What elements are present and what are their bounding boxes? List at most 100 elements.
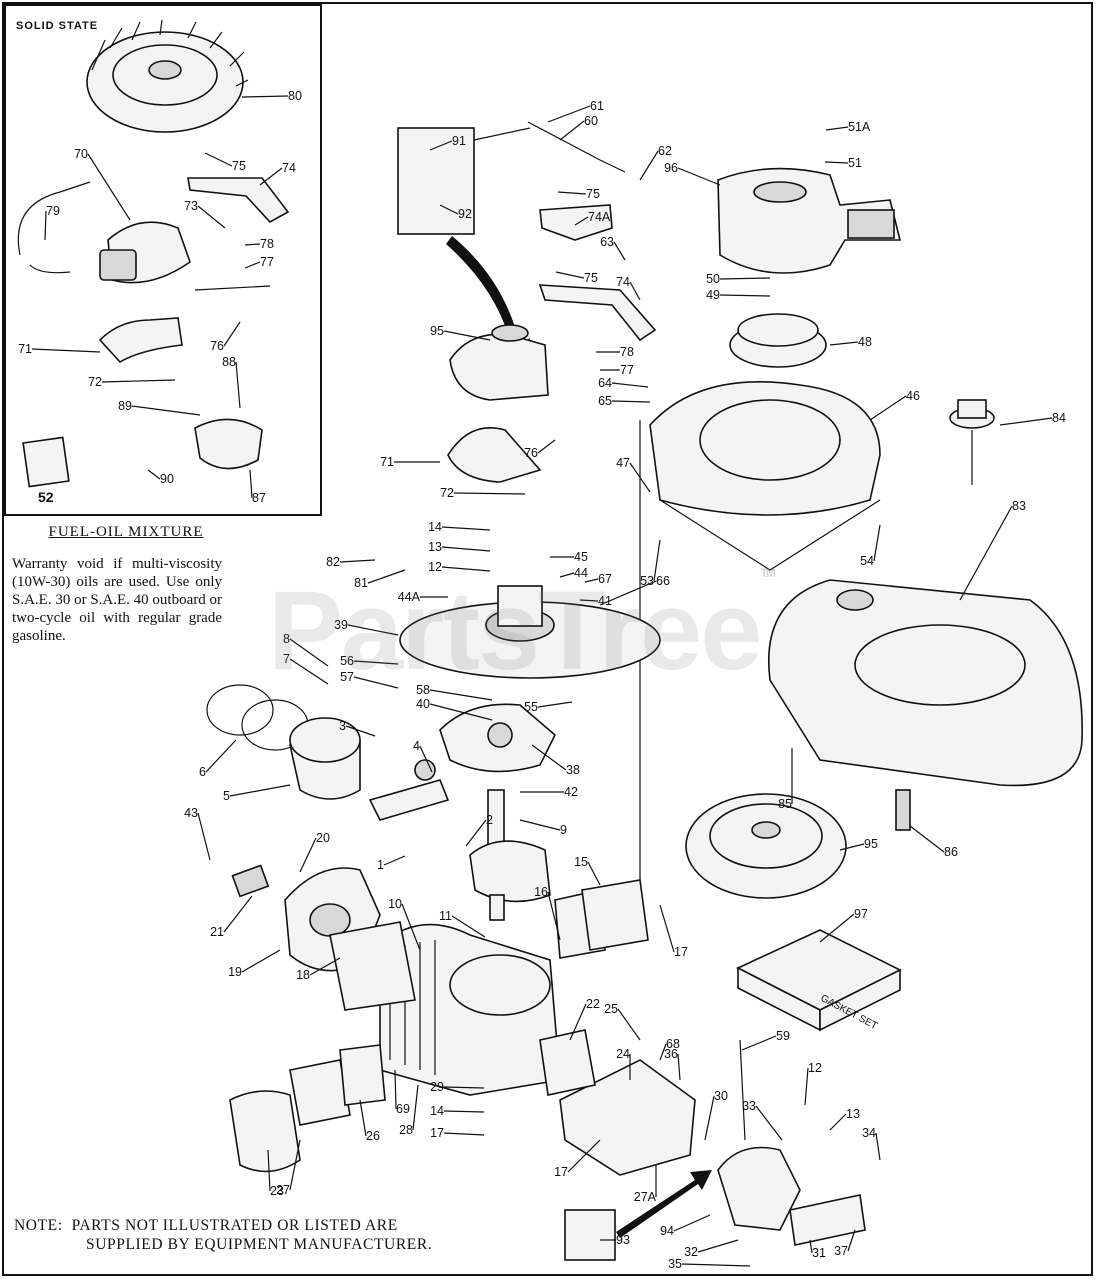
callout-label: 82 <box>326 555 340 569</box>
callout-label: 35 <box>668 1257 682 1271</box>
callout-label: 21 <box>210 925 224 939</box>
callout-leader <box>197 205 226 229</box>
callout-label: 74A <box>588 210 611 224</box>
callout-label: 32 <box>684 1245 698 1259</box>
callout-leader <box>873 524 881 562</box>
callout-leader <box>677 1053 681 1081</box>
callout-leader <box>611 382 649 388</box>
callout-leader <box>429 689 493 701</box>
callout-label: 74 <box>616 275 630 289</box>
callout-label: 44A <box>398 590 421 604</box>
callout-leader <box>824 161 849 164</box>
callout-label: 44 <box>574 566 588 580</box>
callout-label: 71 <box>380 455 394 469</box>
spark-plug <box>895 789 911 831</box>
callout-leader <box>223 895 253 933</box>
callout-label: 25 <box>604 1002 618 1016</box>
callout-leader <box>419 745 433 773</box>
callout-label: 5 <box>223 789 230 803</box>
callout-leader <box>359 1099 367 1137</box>
callout-leader <box>547 105 591 123</box>
bearing-plate <box>439 703 556 773</box>
ignition-module <box>447 324 549 483</box>
callout-label: 87 <box>252 491 266 505</box>
callout-leader <box>847 1229 856 1252</box>
callout-label: 53 <box>640 574 654 588</box>
callout-leader <box>719 277 771 280</box>
callout-leader <box>629 462 651 493</box>
callout-label: 31 <box>812 1246 826 1260</box>
callout-label: 63 <box>600 235 614 249</box>
inset-bracket <box>98 177 290 364</box>
callout-label: 15 <box>574 855 588 869</box>
callout-leader <box>441 566 491 572</box>
note-line-1: NOTE: PARTS NOT ILLUSTRATED OR LISTED AR… <box>14 1217 398 1234</box>
callout-label: 14 <box>428 520 442 534</box>
armature-plate <box>399 585 661 679</box>
callout-leader <box>401 903 421 951</box>
callout-label: 56 <box>340 654 354 668</box>
callout-label: 72 <box>88 375 102 389</box>
callout-leader <box>909 825 945 853</box>
callout-label: 75 <box>584 271 598 285</box>
callout-label: 59 <box>776 1029 790 1043</box>
callout-leader <box>443 1110 485 1113</box>
parts-card-label: 52 <box>38 489 54 505</box>
callout-label: 12 <box>808 1061 822 1075</box>
callout-label: 30 <box>714 1089 728 1103</box>
callout-leader <box>443 330 491 341</box>
callout-label: 88 <box>222 355 236 369</box>
callout-leader <box>537 439 556 454</box>
callout-leader <box>131 405 201 416</box>
callout-label: 27A <box>634 1190 657 1204</box>
callout-label: 14 <box>430 1104 444 1118</box>
callout-label: 68 <box>666 1037 680 1051</box>
callout-label: 49 <box>706 288 720 302</box>
callout-label: 92 <box>458 207 472 221</box>
callout-label: 26 <box>366 1129 380 1143</box>
callout-label: 23 <box>270 1184 284 1198</box>
callout-label: 86 <box>944 845 958 859</box>
callout-label: 65 <box>598 394 612 408</box>
callout-leader <box>345 725 376 737</box>
starter-cup <box>729 313 827 368</box>
callout-leader <box>439 204 459 215</box>
callout-label: 61 <box>590 99 604 113</box>
callout-leader <box>809 1239 813 1254</box>
callout-label: 9 <box>560 823 567 837</box>
callout-leader <box>197 812 211 861</box>
fuel-oil-body: Warranty void if multi-viscosity (10W-30… <box>12 556 222 644</box>
cylinder-block <box>329 921 561 1096</box>
callout-leader <box>453 492 526 495</box>
callout-label: 38 <box>566 763 580 777</box>
callout-label: 84 <box>1052 411 1066 425</box>
callout-leader <box>339 559 376 563</box>
callout-label: 40 <box>416 697 430 711</box>
callout-leader <box>557 191 587 195</box>
callout-leader <box>441 526 491 531</box>
callout-label: 19 <box>228 965 242 979</box>
intake-and-muffler <box>539 879 696 1176</box>
callout-label: 95 <box>864 837 878 851</box>
callout-leader <box>537 701 573 708</box>
callout-leader <box>819 913 855 943</box>
callout-leader <box>829 341 859 346</box>
callout-label: 39 <box>334 618 348 632</box>
callout-leader <box>347 624 399 636</box>
callout-leader <box>555 271 585 279</box>
callout-label: 85 <box>778 797 792 811</box>
callout-leader <box>241 95 289 98</box>
callout-label: 79 <box>46 204 60 218</box>
callout-label: 12 <box>428 560 442 574</box>
callout-label: 93 <box>616 1233 630 1247</box>
callout-leader <box>611 400 651 403</box>
callout-label: 83 <box>1012 499 1026 513</box>
callout-label: 24 <box>616 1047 630 1061</box>
callout-leader <box>999 417 1053 426</box>
callout-leader <box>241 949 281 973</box>
inset-title: SOLID STATE <box>16 20 99 32</box>
callout-label: 7 <box>283 652 290 666</box>
callout-leader <box>559 572 575 578</box>
